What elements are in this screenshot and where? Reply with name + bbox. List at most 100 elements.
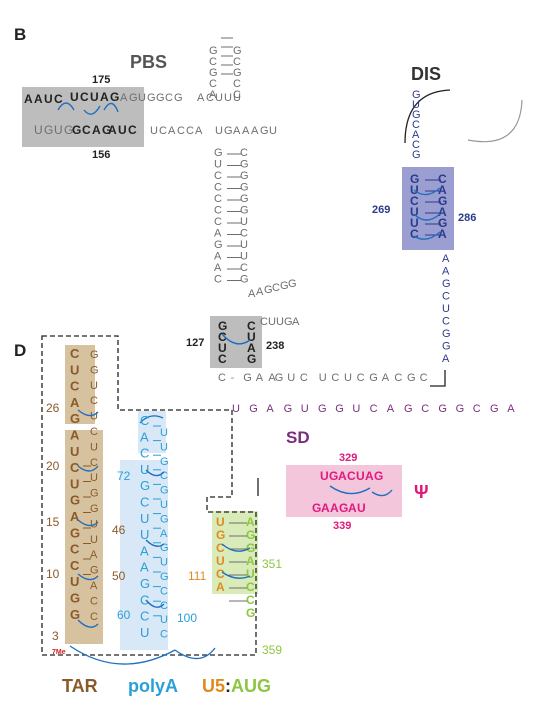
- polya-u5-arc: [174, 647, 216, 660]
- nucleotide: C: [421, 403, 429, 415]
- nucleotide: C: [412, 139, 420, 151]
- nucleotide: G: [70, 607, 80, 622]
- polya-loop-arc: [139, 415, 164, 424]
- nucleotide: A: [438, 205, 447, 219]
- u5-aug-highlight-box: [212, 511, 258, 594]
- noncanonical-interaction-curve: [77, 619, 99, 628]
- nucleotide: C: [370, 403, 378, 415]
- nucleotide: C: [186, 125, 194, 137]
- nucleotide: G: [214, 239, 223, 251]
- nucleotide: C: [160, 600, 168, 612]
- nucleotide: G: [490, 403, 499, 415]
- polya-label: polyA: [128, 676, 178, 696]
- nucleotide: A: [268, 372, 276, 384]
- nucleotide: U: [70, 90, 79, 104]
- number-10: 10: [46, 567, 60, 581]
- noncanonical-interaction-curve: [77, 409, 99, 417]
- nucleotide: G: [160, 542, 169, 554]
- nucleotide: C: [90, 426, 98, 438]
- dis-connector-line: [404, 89, 451, 144]
- nucleotide: A: [90, 580, 98, 592]
- nucleotide: A: [195, 125, 203, 137]
- noncanonical-interaction-curve: [145, 539, 165, 547]
- nucleotide: U: [140, 462, 149, 477]
- nucleotide: G: [240, 274, 249, 286]
- nucleotide: G: [129, 92, 138, 104]
- number-286: 286: [458, 212, 476, 224]
- nucleotide: C: [214, 193, 222, 205]
- nucleotide: G: [284, 316, 293, 328]
- nucleotide: U: [70, 574, 79, 589]
- nucleotide: A: [256, 286, 264, 298]
- nucleotide: C: [160, 470, 168, 482]
- noncanonical-interaction-curve: [83, 105, 101, 115]
- nucleotide: U: [276, 316, 284, 328]
- nucleotide: A: [338, 469, 347, 483]
- psi-highlight-box: [286, 465, 402, 517]
- noncanonical-interaction-curve: [77, 519, 99, 527]
- nucleotide: G: [438, 216, 447, 230]
- nucleotide: U: [410, 205, 419, 219]
- nucleotide: C: [128, 123, 137, 137]
- number-46: 46: [112, 523, 126, 537]
- nucleotide: U: [160, 614, 168, 626]
- noncanonical-interaction-curve: [103, 102, 119, 113]
- nucleotide: C: [233, 78, 241, 90]
- noncanonical-interaction-curve: [371, 489, 393, 497]
- nucleotide: A: [442, 253, 450, 265]
- nucleotide: A: [348, 501, 357, 515]
- nucleotide: C: [214, 274, 222, 286]
- stem-127-highlight-box: [210, 316, 262, 368]
- nucleotide: G: [240, 193, 249, 205]
- nucleotide: U: [319, 372, 327, 384]
- nucleotide: A: [382, 372, 390, 384]
- nucleotide: A: [365, 469, 374, 483]
- nucleotide: U: [90, 441, 98, 453]
- nucleotide: U: [160, 441, 168, 453]
- nucleotide: G: [90, 503, 99, 515]
- sd-label: SD: [286, 428, 310, 447]
- nucleotide: G: [174, 92, 183, 104]
- nucleotide: U: [44, 92, 53, 106]
- noncanonical-interaction-curve: [77, 465, 99, 472]
- nucleotide: C: [165, 92, 173, 104]
- nucleotide: A: [507, 403, 515, 415]
- nucleotide: G: [410, 172, 419, 186]
- u5-label: U5:AUG: [202, 676, 271, 696]
- number-359: 359: [262, 643, 282, 657]
- nucleotide: G: [442, 328, 451, 340]
- nucleotide: G: [70, 411, 80, 426]
- number-3: 3: [52, 629, 59, 643]
- nucleotide: G: [246, 541, 255, 555]
- nucleotide: C: [140, 592, 149, 607]
- nucleotide: U: [301, 403, 309, 415]
- nucleotide: A: [214, 262, 222, 274]
- nucleotide: C: [214, 182, 222, 194]
- nucleotide: U: [90, 534, 98, 546]
- nucleotide: A: [387, 403, 395, 415]
- nucleotide: A: [292, 316, 300, 328]
- nucleotide: C: [442, 316, 450, 328]
- nucleotide: G: [240, 159, 249, 171]
- nucleotide: C: [233, 56, 241, 68]
- nucleotide: U: [140, 625, 149, 640]
- nucleotide: C: [216, 541, 225, 555]
- number-60: 60: [117, 608, 131, 622]
- nucleotide: A: [330, 501, 339, 515]
- nucleotide: G: [404, 403, 413, 415]
- tar-label: TAR: [62, 676, 98, 696]
- noncanonical-interaction-curve: [221, 543, 251, 552]
- number-329: 329: [339, 452, 357, 464]
- nucleotide: G: [70, 591, 80, 606]
- panel-label-d: D: [14, 341, 26, 360]
- nucleotide: U: [344, 372, 352, 384]
